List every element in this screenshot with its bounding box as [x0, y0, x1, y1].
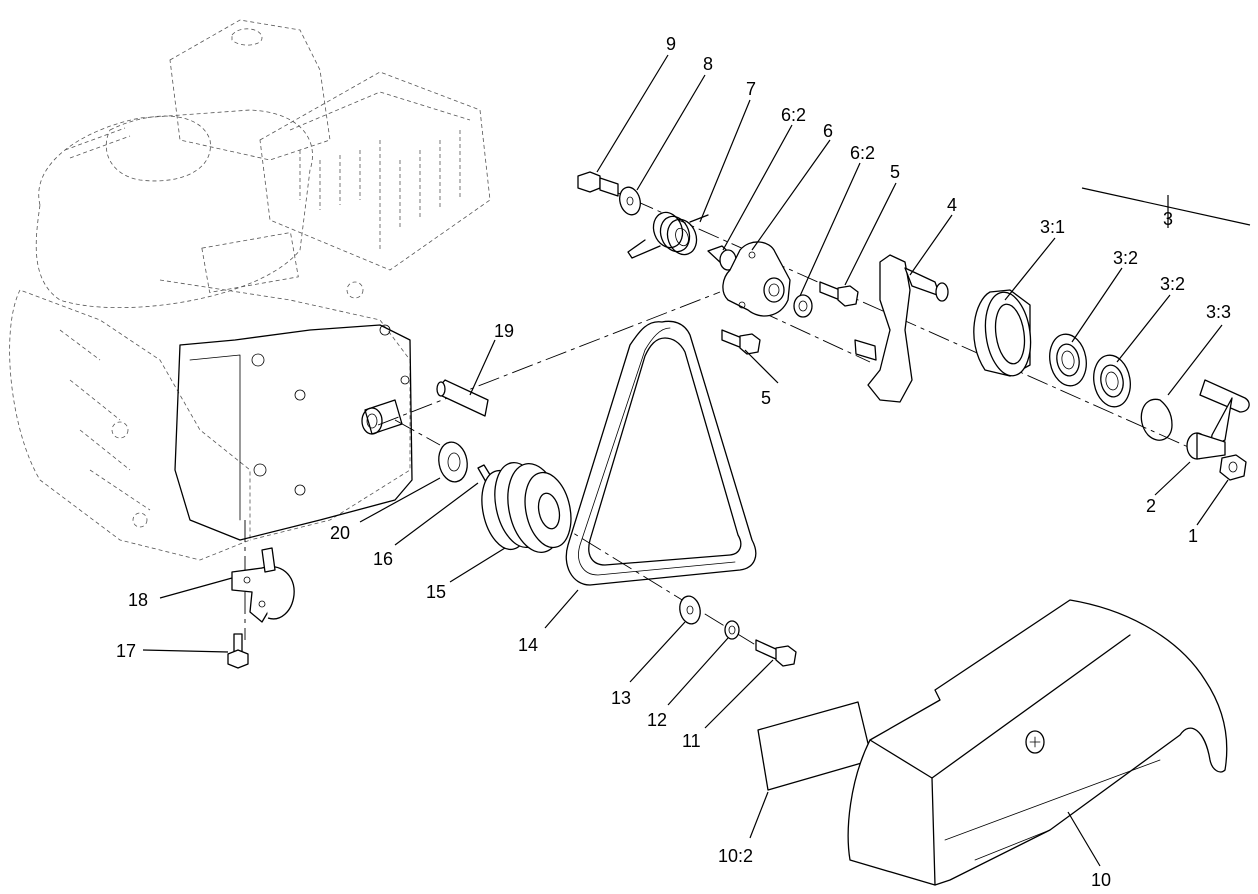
part-10-2-decal [757, 701, 873, 791]
part-3-1-idler-pulley [973, 289, 1032, 377]
callout-10-2: 10:2 [718, 846, 753, 866]
part-8-washer [619, 186, 641, 216]
callout-15: 15 [426, 582, 446, 602]
callout-7: 7 [746, 79, 756, 99]
group-3-bracket [1081, 187, 1251, 226]
callout-6: 6 [823, 121, 833, 141]
part-12-lock-washer [724, 620, 740, 640]
part-11-bolt [755, 639, 797, 667]
engine-assembly [9, 19, 491, 561]
callout-8: 8 [703, 54, 713, 74]
part-3-3-snap-ring [1140, 398, 1173, 441]
callout-17: 17 [116, 641, 136, 661]
callout-4: 4 [947, 195, 957, 215]
part-2-pivot-shaft [1186, 379, 1250, 460]
part-3-2-bearing-a [1049, 333, 1087, 387]
callout-18: 18 [128, 590, 148, 610]
part-10-belt-guard [847, 599, 1228, 886]
part-7-torsion-spring [627, 211, 709, 259]
callout-5-upper: 5 [890, 162, 900, 182]
callout-3-2-a: 3:2 [1113, 248, 1138, 268]
part-6-2-bushing-lower [793, 294, 813, 318]
callout-16: 16 [373, 549, 393, 569]
callout-3: 3 [1163, 209, 1173, 229]
part-5-bolt-upper [819, 281, 859, 307]
callout-9: 9 [666, 34, 676, 54]
callout-3-3: 3:3 [1206, 302, 1231, 322]
callout-10: 10 [1091, 870, 1111, 890]
part-15-drive-pulley [481, 461, 572, 553]
callout-3-1: 3:1 [1040, 217, 1065, 237]
callout-labels: 9 8 7 6:2 6 6:2 5 4 3:1 3 3:2 3:2 3:3 2 … [116, 34, 1231, 890]
part-4-idler-arm [854, 254, 949, 403]
callout-1: 1 [1188, 526, 1198, 546]
callout-5-lower: 5 [761, 388, 771, 408]
part-13-washer [679, 595, 701, 625]
callout-2: 2 [1146, 496, 1156, 516]
callout-14: 14 [518, 635, 538, 655]
leader-lines [142, 54, 1229, 867]
part-6-idler-plate [722, 241, 791, 317]
callout-6-2-upper: 6:2 [781, 105, 806, 125]
part-19-pin [436, 379, 489, 417]
part-20-spacer [438, 441, 468, 483]
part-17-bolt [227, 633, 249, 669]
callout-20: 20 [330, 523, 350, 543]
callout-6-2-lower: 6:2 [850, 143, 875, 163]
part-3-2-bearing-b [1093, 354, 1131, 408]
callout-13: 13 [611, 688, 631, 708]
part-1-nut [1219, 454, 1247, 481]
part-9-bolt [577, 171, 619, 197]
callout-11: 11 [682, 731, 701, 751]
callout-19: 19 [494, 321, 514, 341]
callout-3-2-b: 3:2 [1160, 274, 1185, 294]
part-5-bolt-lower [721, 329, 761, 355]
part-18-bracket [231, 547, 295, 623]
part-14-v-belt [565, 320, 757, 586]
callout-12: 12 [647, 710, 667, 730]
